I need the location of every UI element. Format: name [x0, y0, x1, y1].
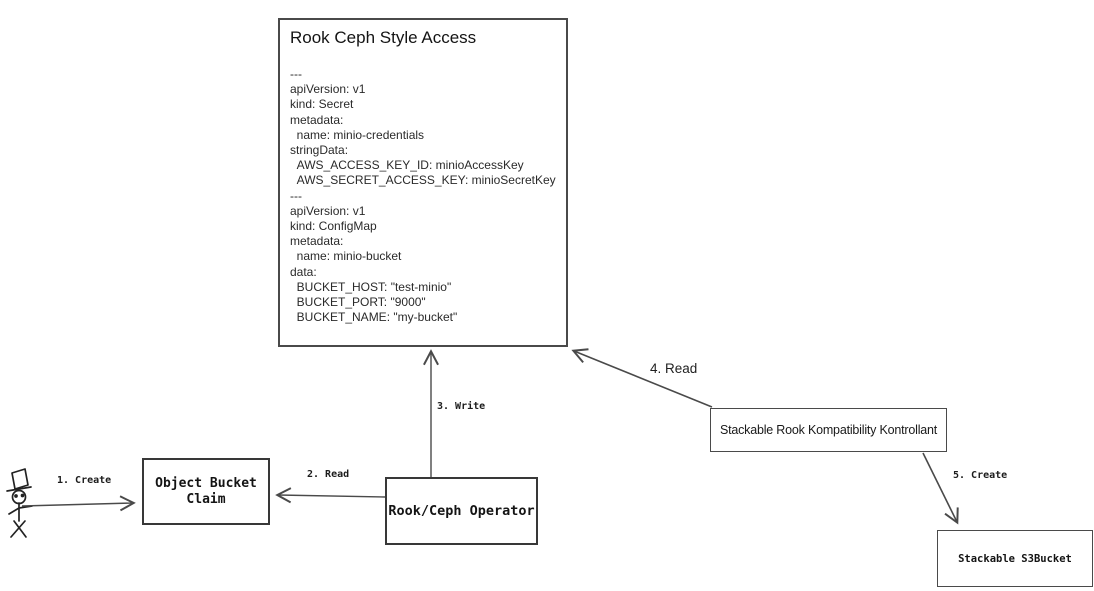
node-object-bucket-claim: Object Bucket Claim [142, 458, 270, 525]
edge-label-3-write: 3. Write [437, 401, 486, 412]
node-stackable-s3bucket: Stackable S3Bucket [937, 530, 1093, 587]
arrow-4-read [571, 348, 713, 408]
edge-label-2-read: 2. Read [307, 469, 350, 480]
yaml-box-title: Rook Ceph Style Access [290, 28, 477, 47]
node-rook-ceph-operator: Rook/Ceph Operator [385, 477, 538, 545]
edge-label-4-read: 4. Read [650, 361, 698, 376]
user-stick-figure-icon [6, 468, 33, 538]
arrow-5-create [922, 452, 959, 525]
arrow-1-create [21, 495, 136, 512]
arrow-2-read [275, 487, 386, 504]
node-stackable-rook-kompatibility-kontrollant: Stackable Rook Kompatibility Kontrollant [710, 408, 947, 452]
edge-label-5-create: 5. Create [953, 470, 1008, 481]
node-rook-ceph-style-access: Rook Ceph Style Access --- apiVersion: v… [278, 18, 568, 347]
edge-label-1-create: 1. Create [57, 475, 112, 486]
yaml-box-content: --- apiVersion: v1 kind: Secret metadata… [290, 67, 556, 325]
